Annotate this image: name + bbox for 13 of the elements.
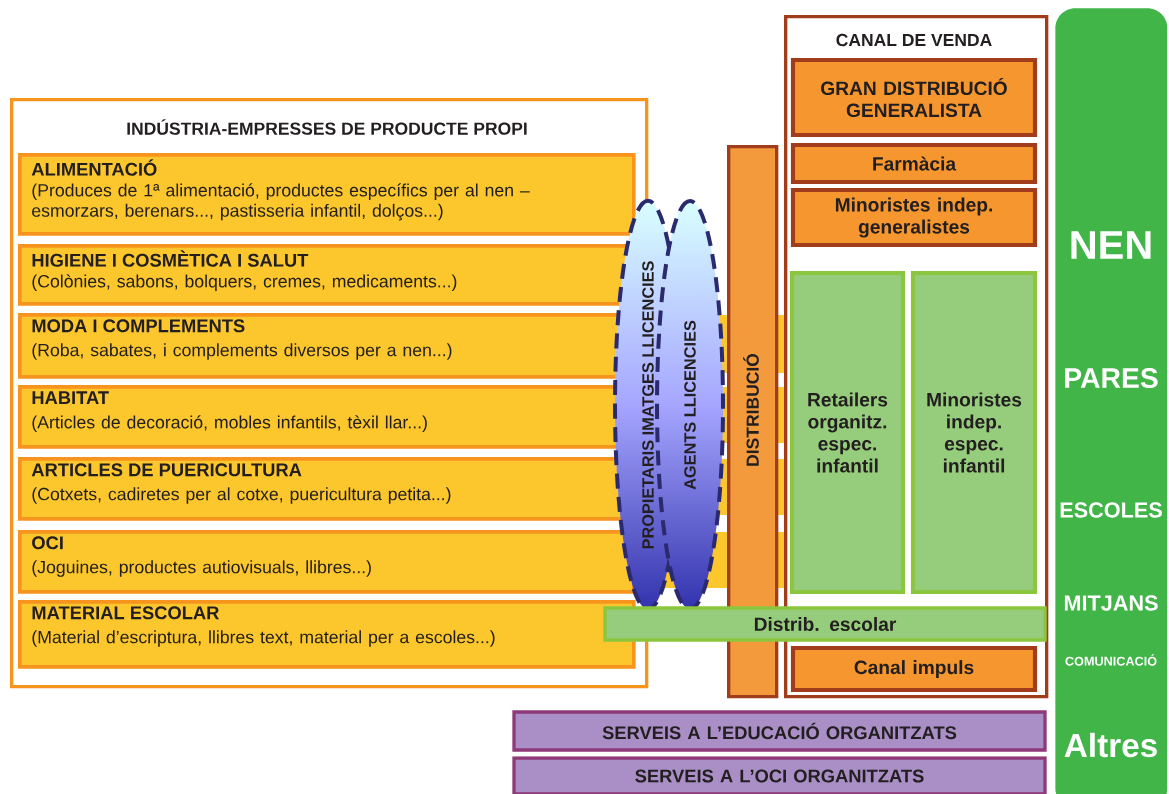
channel-box: GRAN DISTRIBUCIÓ GENERALISTA xyxy=(790,57,1038,138)
category-box: HIGIENE I COSMÈTICA I SALUT (Colònies, sabons, bolquers, cremes, medicaments...) xyxy=(18,244,636,306)
category-box: MATERIAL ESCOLAR (Material d’escriptura, llibres text, material per a escoles...) xyxy=(18,600,636,669)
category-box: ALIMENTACIÓ (Produces de 1ª alimentació, productes específics per al nen –esmorzars, berenars..., pastisseria infantil, dolços...) xyxy=(18,153,636,236)
audience-panel: NEN PARES ESCOLES MITJANS COMUNICACIÓ Altres xyxy=(1055,8,1168,794)
channel-box: Minoristes indep. generalistes xyxy=(790,187,1038,248)
channel-box: Canal impuls xyxy=(790,645,1038,693)
service-bar: SERVEIS A L’OCI ORGANITZATS xyxy=(512,756,1047,794)
channel-band: Distrib. escolar xyxy=(603,606,1047,642)
channel-column: Minoristes indep. espec. infantil xyxy=(910,270,1038,595)
channel-box: Farmàcia xyxy=(790,142,1038,185)
service-bar: SERVEIS A L’EDUCACIÓ ORGANITZATS xyxy=(512,710,1047,752)
channel-column: Retailers organitz. espec. infantil xyxy=(789,270,906,595)
